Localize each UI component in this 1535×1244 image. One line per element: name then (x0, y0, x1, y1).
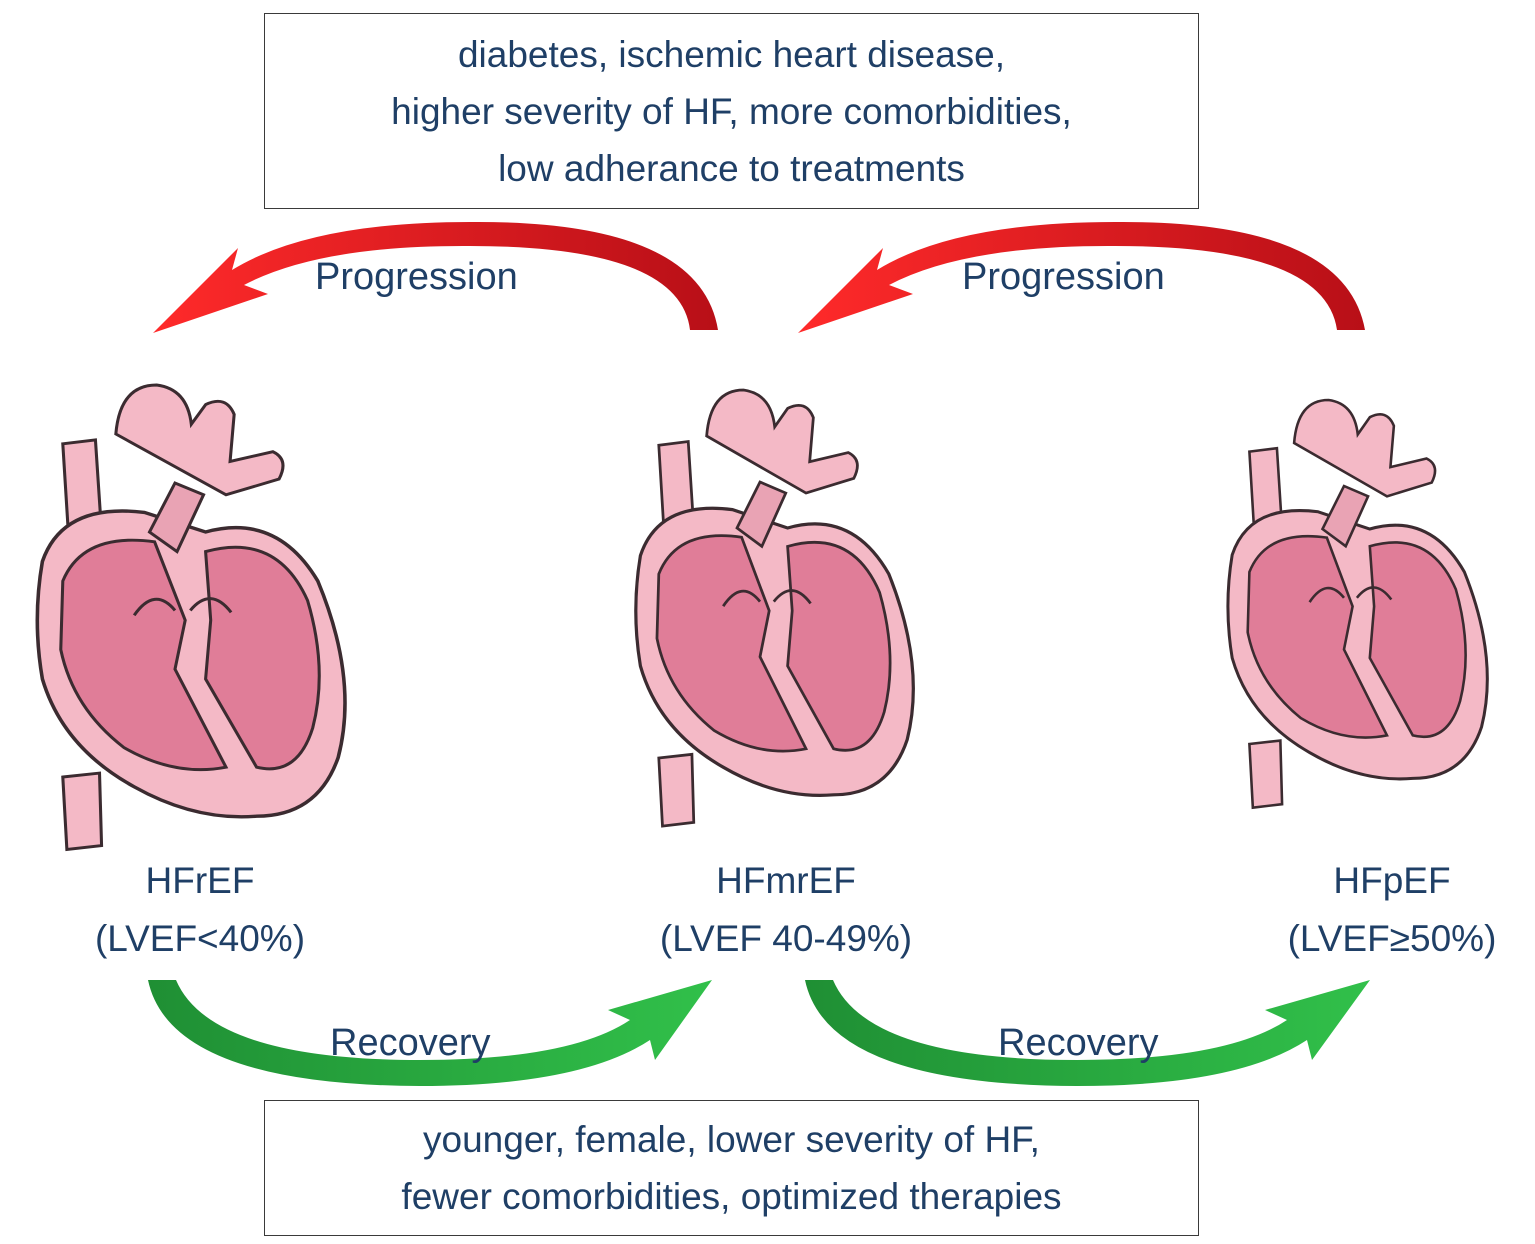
progression-arrow-left (153, 221, 718, 333)
progression-arrow-right (798, 221, 1365, 333)
recovery-label-left: Recovery (330, 1022, 491, 1064)
progression-label-left: Progression (315, 256, 518, 298)
recovery-factors-line: fewer comorbidities, optimized therapies (401, 1176, 1062, 1217)
heart-label-hfref: HFrEF (LVEF<40%) (50, 852, 350, 968)
risk-factors-box: diabetes, ischemic heart disease, higher… (264, 13, 1199, 209)
risk-factors-line: low adherance to treatments (498, 147, 965, 189)
heart-lvef-range: (LVEF≥50%) (1287, 918, 1497, 959)
progression-label-right: Progression (962, 256, 1165, 298)
heart-type-name: HFmrEF (716, 860, 856, 901)
recovery-factors-line: younger, female, lower severity of HF, (423, 1119, 1040, 1160)
recovery-factors-box: younger, female, lower severity of HF, f… (264, 1100, 1199, 1236)
heart-hfmref-icon (634, 388, 915, 828)
heart-label-hfmref: HFmrEF (LVEF 40-49%) (636, 852, 936, 968)
recovery-label-right: Recovery (998, 1022, 1159, 1064)
heart-type-name: HFpEF (1333, 860, 1451, 901)
recovery-arrow-right (805, 980, 1370, 1086)
heart-hfpef-icon (1226, 398, 1489, 810)
heart-lvef-range: (LVEF 40-49%) (659, 918, 913, 959)
recovery-arrow-left (148, 980, 712, 1086)
heart-hfref-icon (35, 383, 347, 852)
risk-factors-line: diabetes, ischemic heart disease, (457, 33, 1006, 75)
risk-factors-line: higher severity of HF, more comorbiditie… (391, 90, 1072, 132)
heart-type-name: HFrEF (145, 860, 255, 901)
heart-label-hfpef: HFpEF (LVEF≥50%) (1242, 852, 1535, 968)
heart-lvef-range: (LVEF<40%) (94, 918, 306, 959)
